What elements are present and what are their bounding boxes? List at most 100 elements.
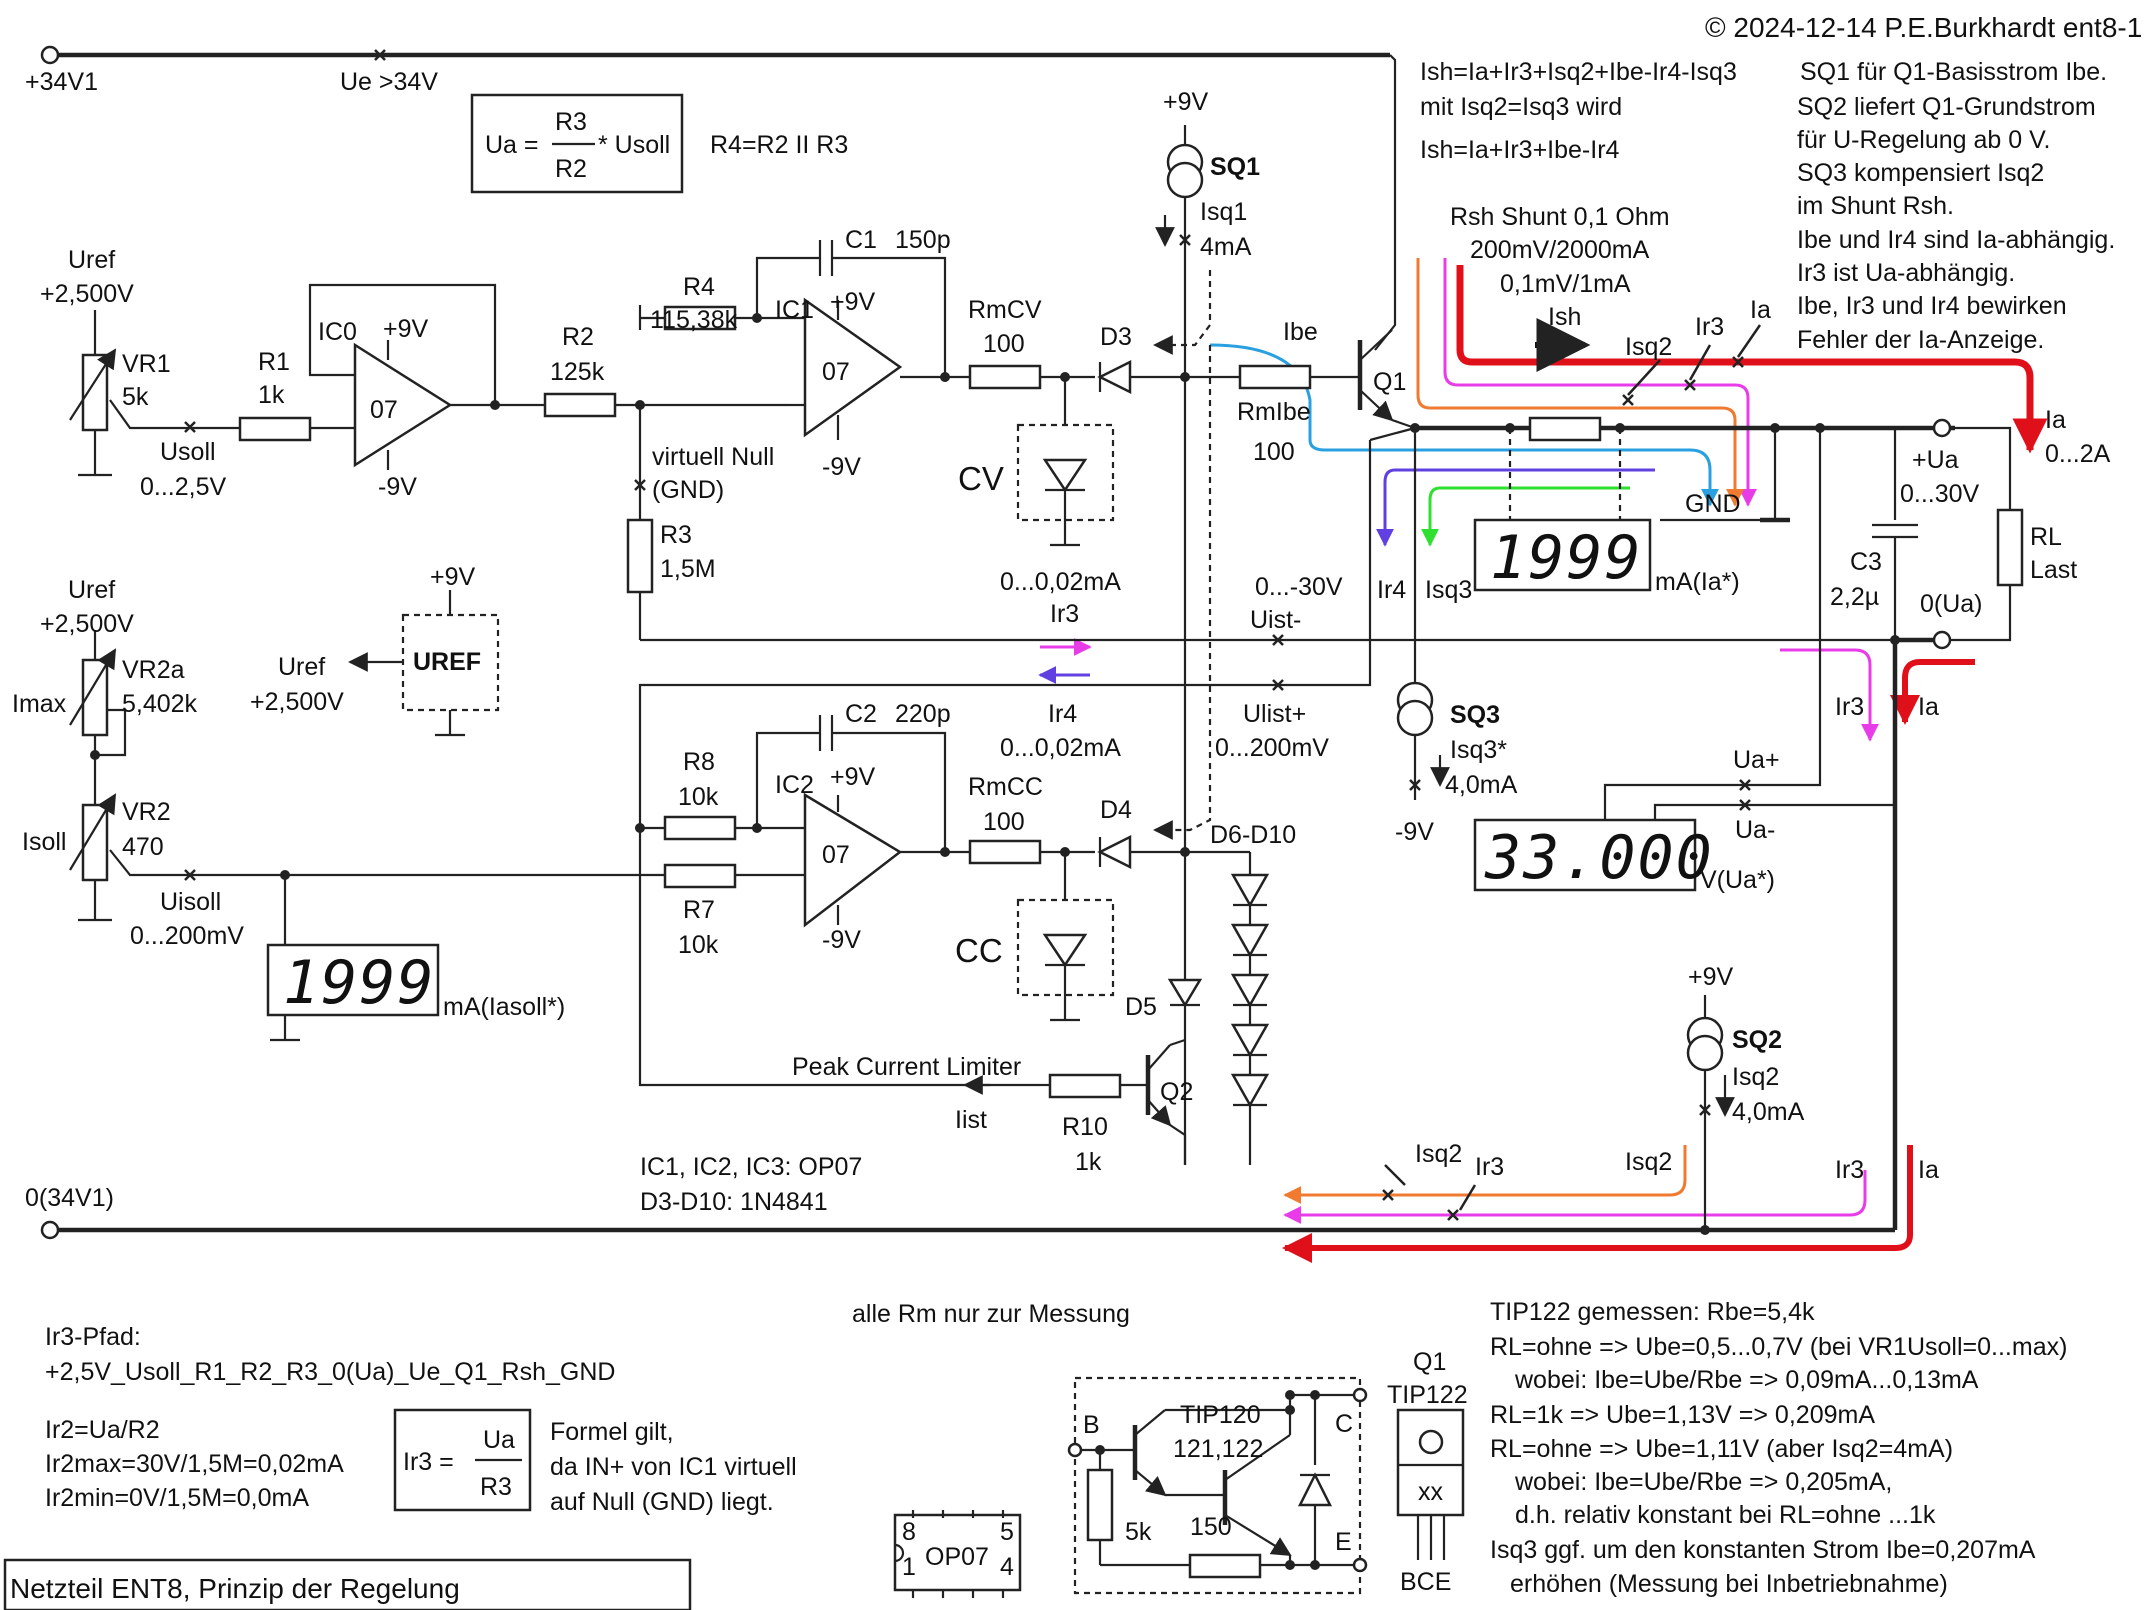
ic2-vpos: +9V [830,763,876,791]
sq-note-5: im Shunt Rsh. [1797,192,1954,220]
ua-out-range: 0...30V [1900,480,1980,508]
ic2-vneg: -9V [822,926,861,954]
isoll-display [266,943,440,1017]
ia-out-range: 0...2A [2045,440,2111,468]
rail-gnd: 0(34V1) [25,1184,114,1212]
ir3-pfad-4: Ir2max=30V/1,5M=0,02mA [45,1450,344,1478]
d3-label: D3 [1100,323,1132,351]
rmcc-resistor [968,839,1042,865]
uref1-name: Uref [68,246,115,274]
isoll-display-unit: mA(Iasoll*) [443,993,565,1021]
isq3-label: Isq3 [1425,576,1472,604]
usoll-label: Usoll [160,438,216,466]
op07-pin4: 4 [1000,1553,1014,1581]
rm-note: alle Rm nur zur Messung [852,1300,1130,1328]
cc-led-box [1016,898,1115,997]
ir3-mid-label: Ir3 [1050,600,1079,628]
copyright: © 2024-12-14 P.E.Burkhardt ent8-1 [1705,12,2142,43]
ir3-num: Ua [483,1426,515,1454]
sq3-name: SQ3 [1450,701,1500,729]
ic0-vneg: -9V [378,473,417,501]
rmibe-name: RmIbe [1237,398,1311,426]
r7-name: R7 [683,896,715,924]
q1-pkg-type: TIP122 [1387,1381,1468,1409]
cv-led-box [1016,423,1115,522]
ir3-pfad-3: Ir2=Ua/R2 [45,1416,160,1444]
sq-note-9: Fehler der Ia-Anzeige. [1797,326,2044,354]
ir3-pfad-2: +2,5V_Usoll_R1_R2_R3_0(Ua)_Ue_Q1_Rsh_GND [45,1358,615,1386]
ir4-mid-label: Ir4 [1048,700,1077,728]
rmibe-value: 100 [1253,438,1295,466]
ua-display-section [1473,428,1895,892]
vr1-value: 5k [122,383,149,411]
right-ia: Ia [1918,693,1939,721]
r10-name: R10 [1062,1113,1108,1141]
ir3-lhs: Ir3 = [403,1448,454,1476]
r3-value: 1,5M [660,555,716,583]
c1-value: 150p [895,226,951,254]
sq-note-2: SQ2 liefert Q1-Grundstrom [1797,93,2096,121]
rsh-line-1: Rsh Shunt 0,1 Ohm [1450,203,1670,231]
vr2a-value: 5,402k [122,690,198,718]
tip-note-8: Isq3 ggf. um den konstanten Strom Ibe=0,… [1490,1536,2036,1564]
uist-plus: Ulist+ [1243,700,1306,728]
limiter-section [963,1038,1187,1165]
tip-note-6: wobei: Ibe=Ube/Rbe => 0,205mA, [1514,1468,1892,1496]
tip-note-9: erhöhen (Messung bei Inbetriebnahme) [1510,1570,1948,1598]
ic0-name: IC0 [318,318,357,346]
ic-note-1: IC1, IC2, IC3: OP07 [640,1153,862,1181]
d4-diode [1097,834,1132,870]
ic1-opamp [803,297,903,438]
footer-box [3,1558,692,1610]
uist-range-minus: 0...-30V [1255,573,1343,601]
ir3-label: Ir3 [1695,313,1724,341]
op07-name: OP07 [925,1543,989,1571]
ir3-pfad-5: Ir2min=0V/1,5M=0,0mA [45,1484,309,1512]
sq1-vcc: +9V [1163,88,1209,116]
sq2-vcc: +9V [1688,963,1734,991]
formula-note-3: auf Null (GND) liegt. [550,1488,774,1516]
tip-b: B [1083,1411,1100,1439]
tip-note-3: wobei: Ibe=Ube/Rbe => 0,09mA...0,13mA [1514,1366,1979,1394]
uref2-name: Uref [68,576,115,604]
ic0-vpos: +9V [383,315,429,343]
r3-resistor [626,518,654,594]
r1-value: 1k [258,381,285,409]
formula-note-1: Formel gilt, [550,1418,674,1446]
r10-value: 1k [1075,1148,1102,1176]
ic1-section [626,240,1360,640]
vr2-value: 470 [122,833,164,861]
current-paths [1038,258,2048,1263]
output-section [1872,426,2024,645]
bottom-ir3: Ir3 [1475,1153,1504,1181]
ir3-pfad-1: Ir3-Pfad: [45,1323,141,1351]
q1-pkg-pins: BCE [1400,1568,1451,1596]
rsh-line-3: 0,1mV/1mA [1500,270,1631,298]
cv-label: CV [958,460,1004,497]
uref-block-out: Uref [278,653,325,681]
rail-ue: Ue >34V [340,68,438,96]
d5-label: D5 [1125,993,1157,1021]
rail-34v: +34V1 [25,68,98,96]
uisoll-label: Uisoll [160,888,221,916]
imax-label: Imax [12,690,67,718]
r10-resistor [1048,1073,1122,1099]
c2-value: 220p [895,700,951,728]
uref-block-vcc: +9V [430,563,476,591]
ua-den: R2 [555,155,587,183]
r1-resistor [238,416,312,442]
ic1-type: 07 [822,358,850,386]
c3-label: C3 [1850,548,1882,576]
tip-name2: 121,122 [1173,1435,1263,1463]
rmibe-resistor [1238,364,1312,390]
ua-num: R3 [555,108,587,136]
rmcv-resistor [968,364,1042,390]
q1-package [1396,1408,1465,1560]
shunt-section [638,416,1825,800]
d6-10-label: D6-D10 [1210,821,1296,849]
ic2-opamp [803,792,903,928]
isq2-label: Isq2 [1625,333,1672,361]
ua-display [1473,818,1697,892]
rl-label: RL [2030,523,2062,551]
sq1-q1 [1153,125,1416,1165]
